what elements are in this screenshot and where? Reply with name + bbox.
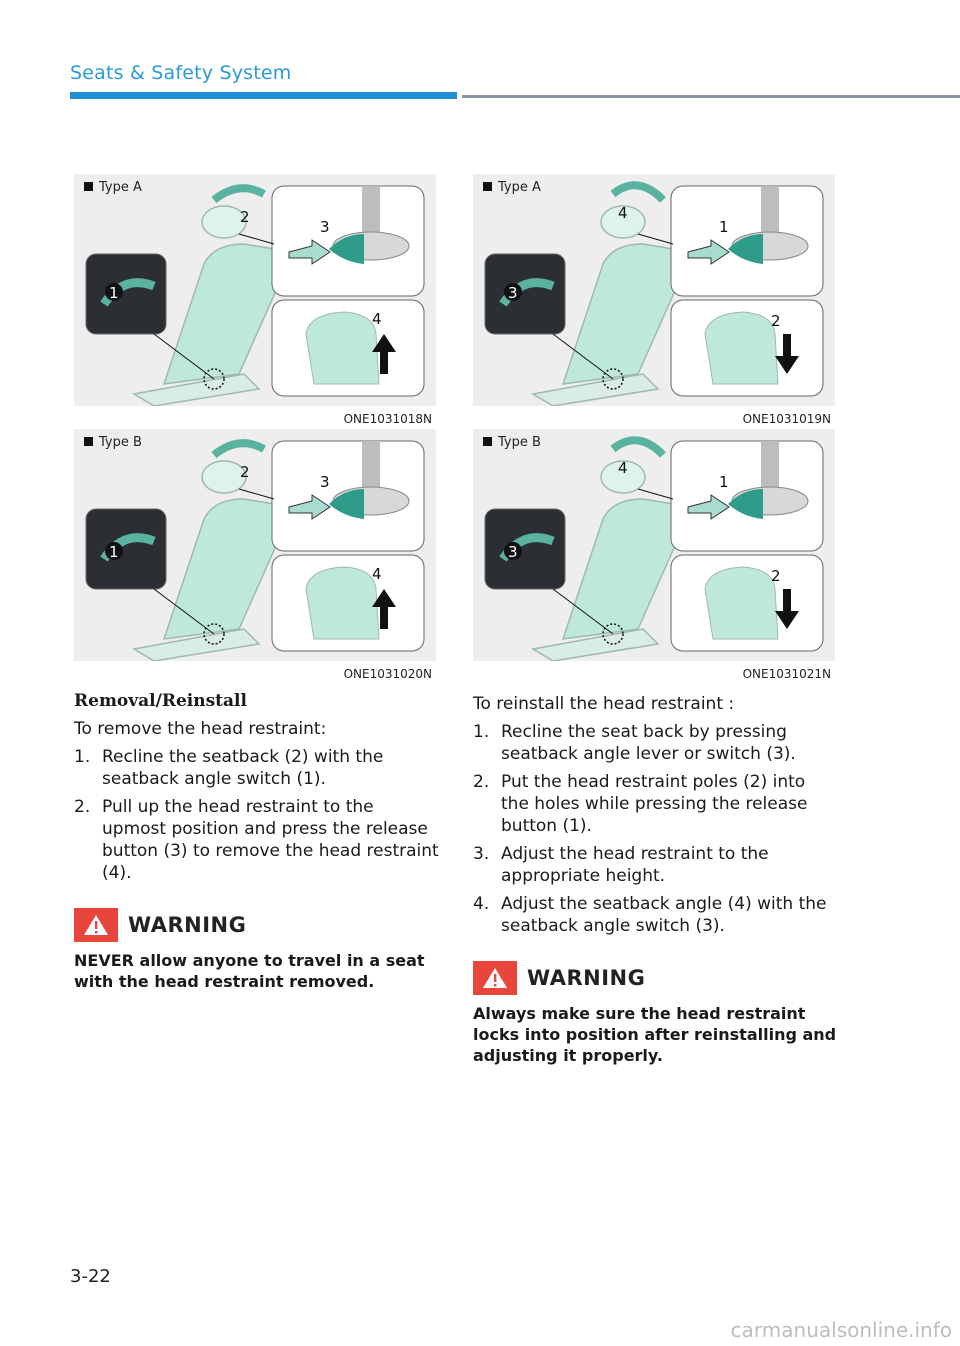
figure-type-b-reinstall: Type B 3 1 [473,429,835,681]
callout-number: 3 [508,284,518,302]
remove-intro: To remove the head restraint: [74,719,327,739]
list-item: 4. Adjust the seatback angle (4) with the… [473,893,837,937]
step-number: 3. [473,844,490,864]
list-item: 1. Recline the seat back by pressing seat… [473,721,837,765]
figure-type-a-removal: Type A 1 3 [74,174,436,426]
step-text: Recline the seat back by pressing seatba… [501,722,796,764]
callout-number: 4 [618,204,628,222]
seat-illustration: 1 3 4 2 [85,184,425,406]
header-bar-blue [70,92,457,99]
callout-number: 2 [240,208,250,226]
callout-number: 4 [372,310,382,328]
figure-type-label: Type B [84,435,142,450]
right-column: To reinstall the head restraint : 1. Recl… [473,693,837,1066]
warning-header: WARNING [74,908,442,942]
list-item: 1. Recline the seatback (2) with the seat… [74,746,442,790]
step-number: 4. [473,894,490,914]
callout-number: 3 [320,218,330,236]
callout-number: 4 [618,459,628,477]
callout-number: 1 [719,218,729,236]
reinstall-steps: 1. Recline the seat back by pressing seat… [473,721,837,937]
callout-number: 1 [109,543,119,561]
warning-icon [473,961,517,995]
figure-code: ONE1031020N [343,667,432,681]
step-text: Adjust the head restraint to the appropr… [501,844,769,886]
callout-number: 1 [109,284,119,302]
callout-number: 3 [320,473,330,491]
callout-number: 2 [771,567,781,585]
warning-icon [74,908,118,942]
step-text: Pull up the head restraint to the upmost… [102,797,439,883]
warning-header: WARNING [473,961,837,995]
step-text: Recline the seatback (2) with the seatba… [102,747,384,789]
page-number: 3-22 [70,1266,111,1287]
figure-code: ONE1031018N [343,412,432,426]
square-bullet-icon [483,437,492,446]
figure-type-label: Type A [84,180,142,195]
header-title: Seats & Safety System [70,62,292,84]
figure-type-label: Type A [483,180,541,195]
seat-illustration: 3 1 2 4 [484,181,824,406]
step-text: Put the head restraint poles (2) into th… [501,772,808,836]
figure-type-b-removal: Type B 1 3 [74,429,436,681]
header-bar-grey [462,95,960,98]
warning-title: WARNING [527,966,646,990]
square-bullet-icon [483,182,492,191]
square-bullet-icon [84,182,93,191]
figure-type-label: Type B [483,435,541,450]
remove-steps: 1. Recline the seatback (2) with the seat… [74,746,442,884]
section-title: Removal/Reinstall [74,691,247,711]
callout-number: 2 [240,463,250,481]
step-text: Adjust the seatback angle (4) with the s… [501,894,827,936]
seat-illustration: 1 3 4 2 [85,439,425,661]
callout-number: 1 [719,473,729,491]
step-number: 1. [74,747,91,767]
watermark: carmanualsonline.info [730,1318,952,1342]
callout-number: 3 [508,543,518,561]
callout-number: 4 [372,565,382,583]
step-number: 2. [473,772,490,792]
step-number: 1. [473,722,490,742]
figure-code: ONE1031019N [742,412,831,426]
step-number: 2. [74,797,91,817]
list-item: 3. Adjust the head restraint to the appro… [473,843,837,887]
warning-title: WARNING [128,913,247,937]
warning-text: Always make sure the head restraint lock… [473,1004,837,1065]
square-bullet-icon [84,437,93,446]
list-item: 2. Pull up the head restraint to the upm… [74,796,442,884]
left-column: Removal/Reinstall To remove the head res… [74,690,442,992]
reinstall-intro: To reinstall the head restraint : [473,694,735,714]
seat-illustration: 3 1 2 4 [484,436,824,661]
list-item: 2. Put the head restraint poles (2) into … [473,771,837,837]
callout-number: 2 [771,312,781,330]
figure-code: ONE1031021N [742,667,831,681]
figure-type-a-reinstall: Type A 3 1 [473,174,835,426]
warning-text: NEVER allow anyone to travel in a seat w… [74,951,425,991]
